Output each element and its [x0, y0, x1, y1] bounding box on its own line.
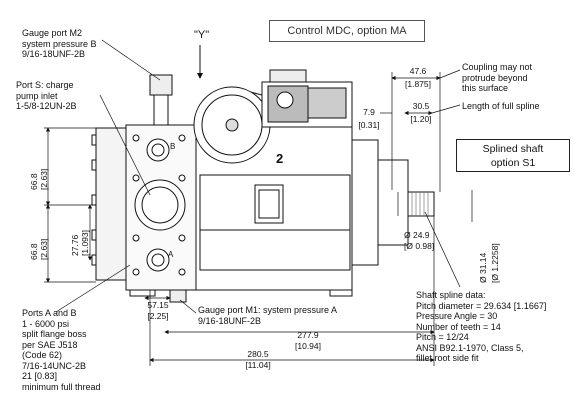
ports-ab-callout: Ports A and B 1 - 6000 psi split flange … — [22, 308, 101, 392]
view-y-label: "Y" — [194, 29, 210, 41]
dim-47-6: 47.6 [1.875] — [405, 66, 431, 89]
charge-port-callout: Port S: charge pump inlet 1-5/8-12UN-2B — [16, 80, 77, 111]
dim-24-9: Ø 24.9 [Ø 0.98] — [404, 230, 435, 251]
dim-27-76: 27.76 — [70, 234, 80, 256]
splined-box-line2: option S1 — [490, 157, 536, 169]
end-cap-teeth — [91, 134, 96, 266]
dim-277-9: 277.9 [10.94] — [295, 330, 321, 351]
full-spline-callout: Length of full spline — [462, 101, 540, 111]
port-a-label: A — [168, 250, 174, 259]
dim-66-8-bottom: 66.8 — [29, 243, 39, 260]
port-b-boss — [146, 138, 170, 162]
gauge-port-m2 — [149, 74, 173, 96]
part-number-label: 2 — [276, 151, 284, 166]
splined-shaft-option-box: Splined shaft option S1 — [456, 139, 570, 172]
dim-31-14-in: [Ø 1.2258] — [490, 243, 500, 283]
dim-30-5: 30.5 [1.20] — [410, 101, 432, 124]
end-cap — [95, 127, 127, 281]
shaft-spline-data: Shaft spline data: Pitch diameter = 29.6… — [416, 290, 547, 363]
dim-280-5: 280.5 [11.04] — [245, 349, 271, 370]
gauge-port-m1 — [169, 289, 187, 303]
splined-box-line1: Splined shaft — [482, 143, 544, 155]
gauge-port-m2-callout: Gauge port M2 system pressure B 9/16-18U… — [22, 28, 97, 59]
pump-body — [91, 69, 435, 303]
port-a-boss — [146, 248, 170, 272]
dim-66-8-top: 66.8 — [29, 173, 39, 190]
dim-66-8-top-in: [2.63] — [39, 168, 49, 190]
dim-66-8-bottom-in: [2.63] — [39, 238, 49, 260]
coupling-callout: Coupling may not protrude beyond this su… — [462, 62, 533, 93]
front-flange — [351, 139, 379, 266]
inspection-plate — [254, 184, 284, 224]
splined-shaft — [407, 191, 435, 217]
dim-57-15: 57.15 [2.25] — [147, 300, 169, 321]
dim-7-9: 7.9 [0.31] — [358, 107, 380, 130]
control-option-title: Control MDC, option MA — [269, 20, 425, 42]
gauge-port-m1-callout: Gauge port M1: system pressure A 9/16-18… — [198, 305, 338, 326]
dim-31-14: Ø 31.14 — [478, 252, 488, 283]
port-b-label: B — [170, 142, 176, 151]
dim-27-76-in: [1.093] — [80, 230, 90, 256]
